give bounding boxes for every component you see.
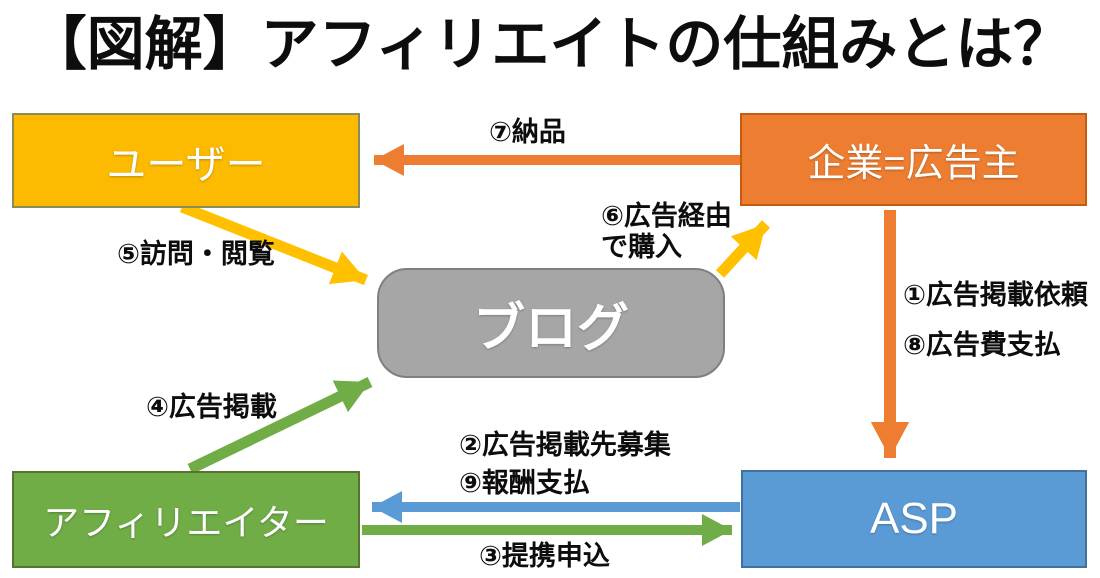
node-user: ユーザー xyxy=(12,113,360,208)
page-title: 【図解】アフィリエイトの仕組みとは？ xyxy=(28,12,1072,77)
node-user-label: ユーザー xyxy=(106,142,266,187)
label-step8-adfee: ⑧広告費支払 xyxy=(903,330,1061,360)
node-advertiser-label: 企業=広告主 xyxy=(807,143,1020,185)
node-affiliater: アフィリエイター xyxy=(12,471,360,568)
arrow-step5-visit xyxy=(179,201,369,286)
node-asp: ASP xyxy=(741,470,1087,568)
label-step6-purchase: ⑥広告経由 で購入 xyxy=(601,201,732,263)
node-blog-label: ブログ xyxy=(472,299,629,358)
label-step9-reward: ⑨報酬支払 xyxy=(459,468,590,498)
node-advertiser: 企業=広告主 xyxy=(740,113,1087,206)
label-step1-adrequest: ①広告掲載依頼 xyxy=(903,280,1088,310)
label-step4-adplacement: ④広告掲載 xyxy=(146,392,277,422)
arrow-step4-adplacement xyxy=(187,377,373,474)
node-affiliater-label: アフィリエイター xyxy=(43,501,329,543)
node-blog: ブログ xyxy=(377,268,725,378)
label-step3-apply: ③提携申込 xyxy=(479,541,610,571)
label-step7-delivery: ⑦納品 xyxy=(489,117,566,147)
arrow-step6-purchase xyxy=(715,220,771,278)
label-step5-visit: ⑤訪問・閲覧 xyxy=(117,239,275,269)
node-asp-label: ASP xyxy=(869,494,959,543)
label-step2-recruit: ②広告掲載先募集 xyxy=(459,430,671,460)
